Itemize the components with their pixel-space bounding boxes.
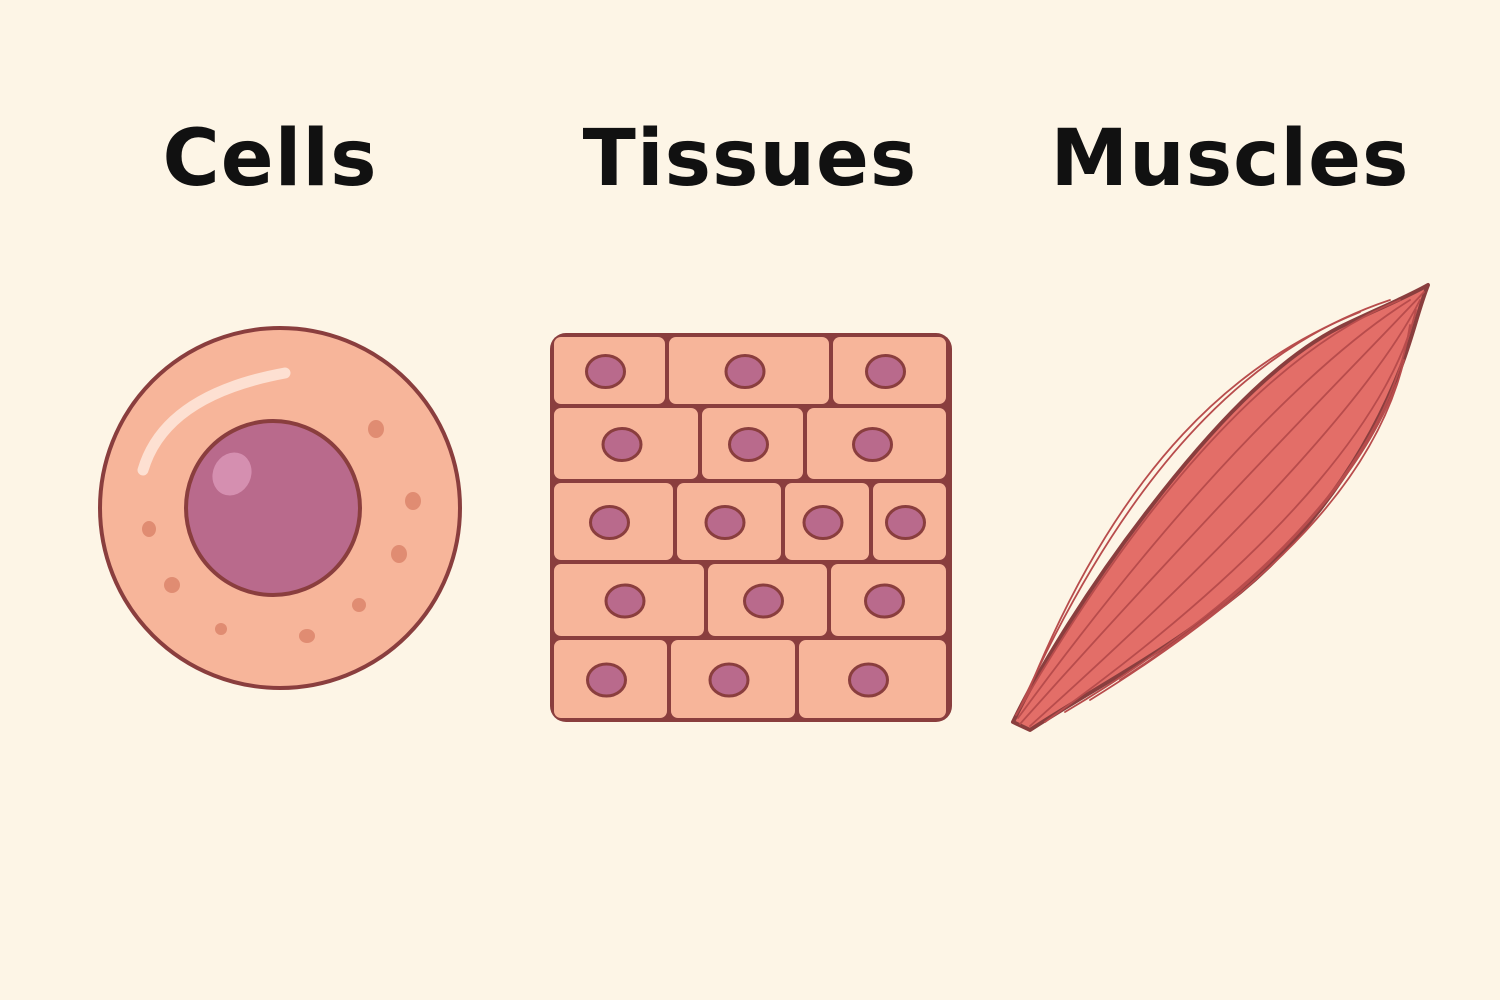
organelle (352, 598, 366, 612)
organelle (405, 492, 421, 510)
tissue-cell-nucleus (743, 583, 784, 619)
cell-illustration (98, 326, 462, 690)
organelle (142, 521, 156, 537)
tissue-cell-nucleus (865, 354, 906, 389)
muscle-fiber-line (1029, 299, 1421, 727)
organelle (299, 629, 315, 643)
tissue-cell-nucleus (589, 505, 630, 540)
tissue-cell-nucleus (848, 662, 889, 698)
tissue-cell-nucleus (852, 427, 893, 462)
muscle-fiber-line (1017, 299, 1411, 719)
cell-nucleus (184, 419, 362, 597)
tissue-cell-nucleus (724, 354, 766, 389)
organelle (391, 545, 407, 563)
tissue-cell-nucleus (885, 505, 926, 540)
nucleus-highlight (212, 452, 252, 496)
muscles-title: Muscles (1050, 114, 1410, 204)
tissue-cell-nucleus (802, 505, 844, 540)
tissue-illustration (550, 333, 952, 722)
organelle (164, 577, 180, 593)
muscle-illustration (1011, 283, 1430, 732)
tissue-cell-nucleus (704, 505, 746, 540)
tissue-cell-nucleus (601, 427, 643, 462)
tissue-cell-nucleus (586, 662, 627, 698)
tissue-cells (554, 337, 946, 718)
muscle-fiber-line (1089, 359, 1405, 701)
muscle-fiber-line (1044, 309, 1417, 723)
cell-organelles (142, 420, 421, 643)
organelle (368, 420, 384, 438)
tissues-title: Tissues (582, 114, 918, 204)
muscle-fiber-line (1024, 311, 1361, 701)
muscle-fiber-line (1119, 384, 1397, 681)
tissue-cell-nucleus (864, 583, 905, 619)
muscle-fibers (1015, 291, 1425, 727)
tissue-cell-nucleus (708, 662, 750, 698)
muscle-fiber-line (1064, 324, 1411, 713)
cells-title: Cells (162, 114, 378, 204)
tissue-cell-nucleus (585, 354, 626, 389)
muscle-fiber-line (1015, 299, 1401, 716)
organelle (215, 623, 227, 635)
muscle-fiber-line (1019, 291, 1425, 725)
tissue-cell-nucleus (604, 583, 646, 619)
cell-highlight (137, 367, 291, 476)
tissue-cell-nucleus (728, 427, 769, 462)
